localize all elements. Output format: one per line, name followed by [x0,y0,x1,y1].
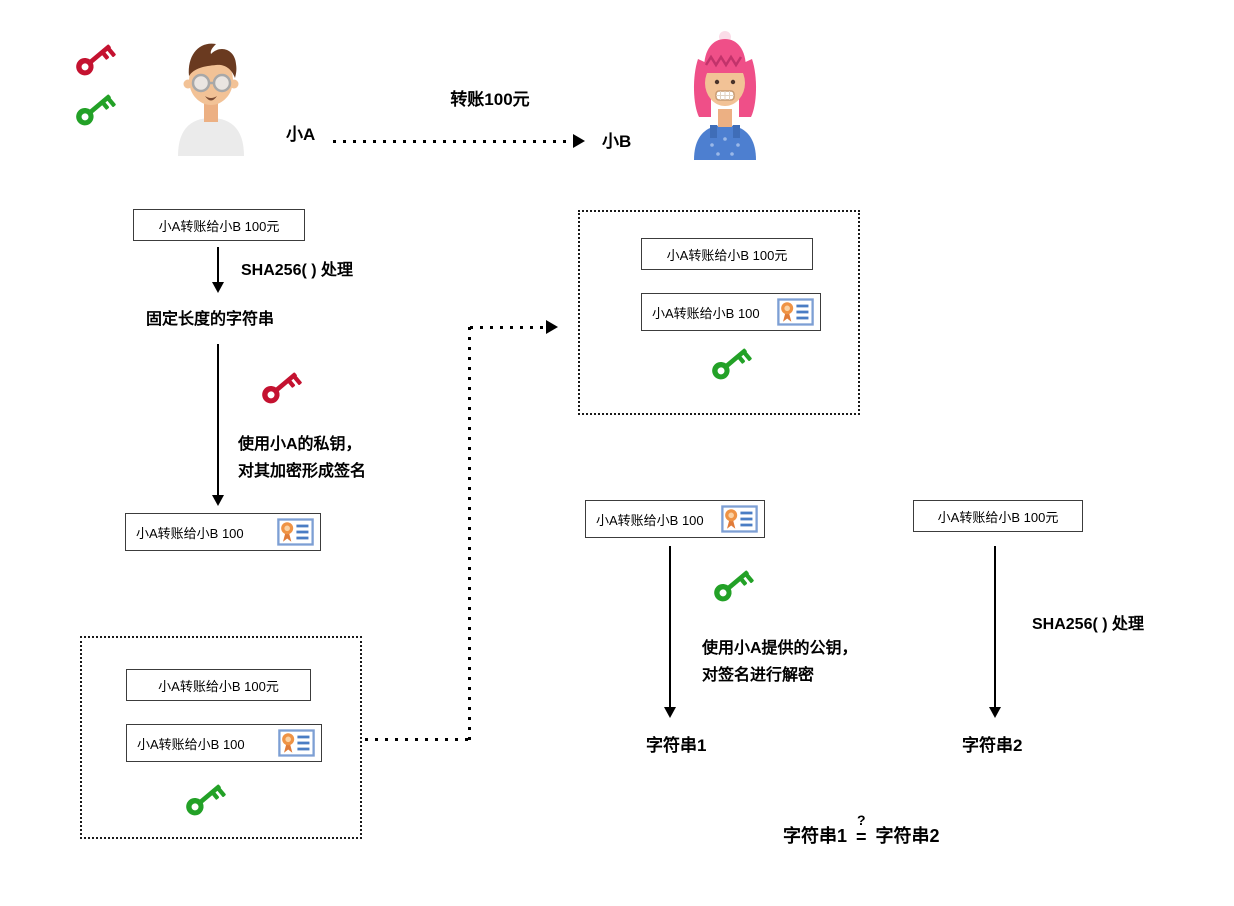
signed-transaction-box: 小A转账给小B 100 [125,513,321,551]
signature-badge-icon [278,729,315,757]
decrypt-caption-line1: 使用小A提供的公钥， [702,640,858,657]
person-b-label: 小B [602,132,632,151]
sign-caption: 使用小A的私钥， 对其加密形成签名 [238,431,366,485]
connector-vertical-segment [468,327,471,740]
signed-transaction-text: 小A转账给小B 100 [136,525,244,541]
string2-label: 字符串2 [962,736,1023,755]
transaction-box: 小A转账给小B 100元 [913,500,1083,532]
transfer-amount-label: 转账100元 [450,90,530,109]
connector-arrowhead [546,320,558,334]
sign-caption-line1: 使用小A的私钥， [238,436,362,453]
decrypt-caption-line2: 对签名进行解密 [702,667,815,684]
equals-sign: = [856,827,867,847]
sha256-label: SHA256( ) 处理 [241,262,354,279]
signature-badge-icon [777,298,814,326]
private-key-icon [69,35,119,83]
transaction-box: 小A转账给小B 100元 [641,238,813,270]
public-key-icon [69,85,119,133]
connector-top-segment [470,326,548,329]
received-package-frame: 小A转账给小B 100元 小A转账给小B 100 [578,210,860,415]
signed-transaction-text: 小A转账给小B 100 [137,736,245,752]
public-key-icon [179,775,229,823]
signed-transaction-box: 小A转账给小B 100 [126,724,322,762]
signed-transaction-box: 小A转账给小B 100 [585,500,765,538]
decrypt-arrow [664,546,676,718]
transaction-box: 小A转账给小B 100元 [133,209,305,241]
string1-label: 字符串1 [646,736,707,755]
person-b-avatar [684,25,766,160]
signed-transaction-box: 小A转账给小B 100 [641,293,821,331]
sign-arrow [212,344,224,506]
transaction-text: 小A转账给小B 100元 [158,218,280,234]
comparison-expression: 字符串1 ? = 字符串2 [783,812,940,847]
transaction-text: 小A转账给小B 100元 [158,678,279,694]
person-a-avatar [170,28,252,156]
question-mark: ? [856,812,866,828]
person-a-label: 小A [286,125,316,144]
fixed-length-string-label: 固定长度的字符串 [146,311,275,328]
signature-badge-icon [277,518,314,546]
connector-bottom-segment [365,738,469,741]
question-equals: ? = [856,812,867,847]
sent-package-frame: 小A转账给小B 100元 小A转账给小B 100 [80,636,362,839]
transaction-text: 小A转账给小B 100元 [937,509,1059,525]
sign-caption-line2: 对其加密形成签名 [238,463,367,480]
signature-badge-icon [721,505,758,533]
sha256-label: SHA256( ) 处理 [1032,616,1145,633]
signed-transaction-text: 小A转账给小B 100 [652,305,760,321]
transfer-dotted-line [333,140,573,143]
comparison-right: 字符串2 [875,826,940,846]
public-key-icon [705,339,755,387]
transaction-box: 小A转账给小B 100元 [126,669,311,701]
sha-arrow [212,247,224,293]
signed-transaction-text: 小A转账给小B 100 [596,512,704,528]
public-key-icon [707,561,757,609]
transfer-arrowhead [573,134,585,148]
rehash-arrow [989,546,1001,718]
decrypt-caption: 使用小A提供的公钥， 对签名进行解密 [702,635,858,689]
private-key-icon [255,363,305,411]
comparison-left: 字符串1 [783,826,848,846]
transaction-text: 小A转账给小B 100元 [666,247,788,263]
